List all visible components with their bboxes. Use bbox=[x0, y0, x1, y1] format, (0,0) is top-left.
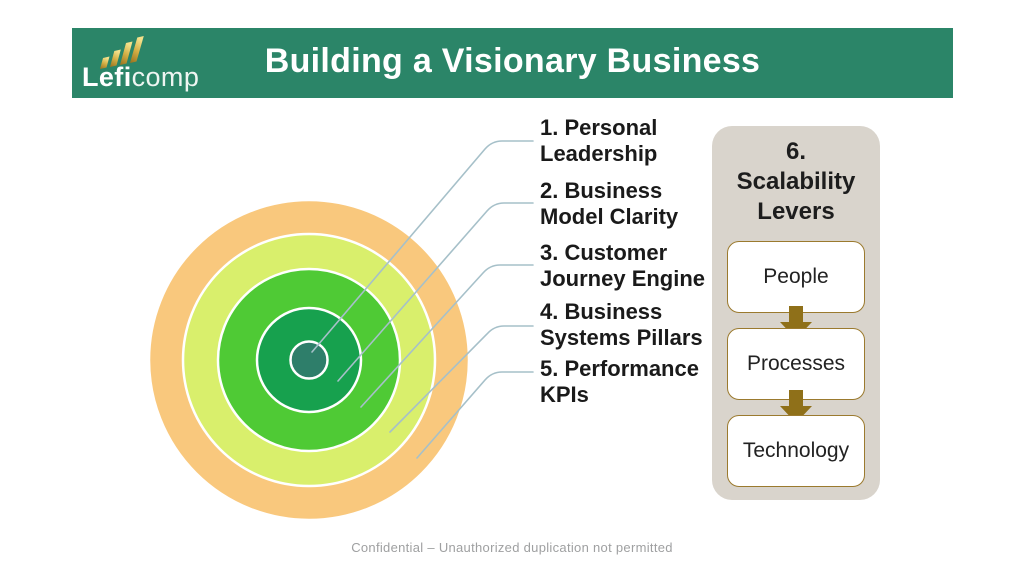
down-arrow-icon bbox=[780, 306, 812, 339]
lever-box-processes-label: Processes bbox=[746, 352, 846, 375]
connector-line-4 bbox=[389, 325, 534, 433]
brand-name: Leficomp bbox=[82, 62, 199, 93]
brand-name-light: comp bbox=[131, 62, 200, 92]
confidential-footer: Confidential – Unauthorized duplication … bbox=[351, 540, 673, 555]
brand-name-bold: Lefi bbox=[82, 62, 132, 92]
connector-lines bbox=[311, 140, 534, 459]
slide-title: Building a Visionary Business bbox=[264, 42, 761, 80]
levers-panel-title: 6. Scalability Levers bbox=[736, 138, 856, 225]
lever-box-people: People bbox=[727, 241, 865, 313]
lever-box-people-label: People bbox=[763, 265, 829, 288]
brand-logo: Leficomp bbox=[82, 32, 282, 94]
connector-line-3 bbox=[360, 264, 534, 408]
ascending-bars-icon bbox=[100, 36, 144, 69]
scalability-levers-panel: 6. Scalability Levers People Processes T… bbox=[712, 126, 880, 500]
connector-line-2 bbox=[337, 202, 534, 382]
connector-line-5 bbox=[416, 371, 534, 459]
header-bar: Leficomp Building a Visionary Business bbox=[72, 28, 953, 98]
lever-box-technology: Technology bbox=[727, 415, 865, 487]
connector-line-1 bbox=[311, 140, 534, 353]
rings-group bbox=[147, 198, 471, 522]
lever-box-technology-label: Technology bbox=[742, 439, 850, 462]
ring-1 bbox=[289, 340, 329, 380]
down-arrow-icon bbox=[780, 390, 812, 423]
